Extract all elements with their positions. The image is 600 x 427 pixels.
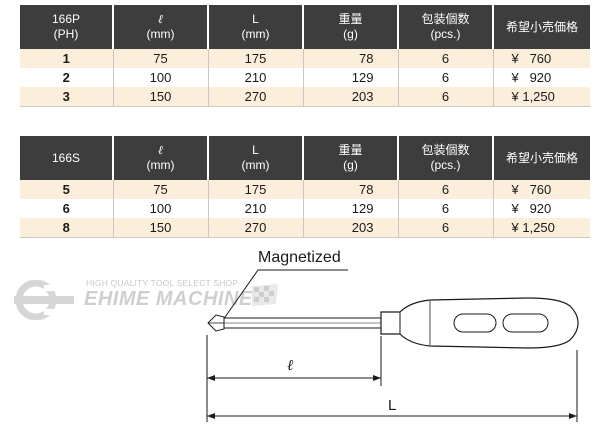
weight-cell: 203 bbox=[302, 218, 398, 238]
pack-qty-cell: 6 bbox=[397, 180, 493, 199]
magnetized-label: Magnetized bbox=[258, 249, 341, 266]
price-cell: ¥ 760 bbox=[492, 180, 590, 199]
price-cell: ¥ 760 bbox=[492, 49, 590, 68]
price-cell: ¥ 1,250 bbox=[492, 87, 590, 107]
shop-logo-icon bbox=[14, 280, 74, 320]
magnetized-leader-line bbox=[222, 269, 348, 321]
shaft-length-header: ℓ(mm) bbox=[112, 136, 208, 180]
model-header: 166S bbox=[20, 136, 113, 180]
price-cell: ¥ 1,250 bbox=[492, 218, 590, 238]
table-header-row: 166P(PH) ℓ(mm) L(mm) 重量(g) 包装個数(pcs.) 希望… bbox=[20, 5, 590, 49]
table-row: 1 75 175 78 6 ¥ 760 bbox=[20, 49, 590, 68]
total-length-cell: 210 bbox=[207, 199, 303, 218]
handle-grip-slot bbox=[453, 313, 497, 333]
shaft-length-cell: 100 bbox=[112, 68, 208, 87]
pack-qty-cell: 6 bbox=[397, 199, 493, 218]
pack-qty-header: 包装個数(pcs.) bbox=[397, 136, 493, 180]
total-length-header: L(mm) bbox=[207, 5, 303, 49]
pack-qty-cell: 6 bbox=[397, 87, 493, 107]
screwdriver-drawing bbox=[206, 269, 579, 422]
weight-cell: 129 bbox=[302, 199, 398, 218]
watermark-tagline: HIGH QUALITY TOOL SELECT SHOP bbox=[86, 278, 239, 288]
price-header: 希望小売価格 bbox=[492, 136, 590, 180]
table-row: 8 150 270 203 6 ¥ 1,250 bbox=[20, 218, 590, 238]
table-row: 5 75 175 78 6 ¥ 760 bbox=[20, 180, 590, 199]
pack-qty-cell: 6 bbox=[397, 218, 493, 238]
shaft-length-cell: 100 bbox=[112, 199, 208, 218]
weight-cell: 78 bbox=[302, 180, 398, 199]
shaft-length-cell: 150 bbox=[112, 218, 208, 238]
size-cell: 8 bbox=[20, 218, 113, 238]
table-row: 6 100 210 129 6 ¥ 920 bbox=[20, 199, 590, 218]
checkered-flag-icon bbox=[252, 284, 278, 306]
weight-cell: 78 bbox=[302, 49, 398, 68]
weight-header: 重量(g) bbox=[302, 136, 398, 180]
total-length-header: L(mm) bbox=[207, 136, 303, 180]
total-length-cell: 270 bbox=[207, 218, 303, 238]
shaft-length-header: ℓ(mm) bbox=[112, 5, 208, 49]
size-cell: 2 bbox=[20, 68, 113, 87]
shaft-dimension-label: ℓ bbox=[287, 356, 294, 374]
spec-table-166s: 166S ℓ(mm) L(mm) 重量(g) 包装個数(pcs.) 希望小売価格… bbox=[20, 136, 590, 238]
table-row: 3 150 270 203 6 ¥ 1,250 bbox=[20, 87, 590, 107]
total-length-cell: 270 bbox=[207, 87, 303, 107]
pack-qty-cell: 6 bbox=[397, 68, 493, 87]
price-cell: ¥ 920 bbox=[492, 199, 590, 218]
total-length-cell: 210 bbox=[207, 68, 303, 87]
size-cell: 1 bbox=[20, 49, 113, 68]
shaft-length-cell: 150 bbox=[112, 87, 208, 107]
weight-cell: 203 bbox=[302, 87, 398, 107]
weight-cell: 129 bbox=[302, 68, 398, 87]
spec-table-166p: 166P(PH) ℓ(mm) L(mm) 重量(g) 包装個数(pcs.) 希望… bbox=[20, 5, 590, 107]
model-header: 166P(PH) bbox=[20, 5, 113, 49]
shaft-length-cell: 75 bbox=[112, 180, 208, 199]
weight-header: 重量(g) bbox=[302, 5, 398, 49]
total-dimension-label: L bbox=[388, 397, 397, 414]
pack-qty-cell: 6 bbox=[397, 49, 493, 68]
size-cell: 6 bbox=[20, 199, 113, 218]
shop-watermark: HIGH QUALITY TOOL SELECT SHOP EHIME MACH… bbox=[14, 274, 294, 324]
price-header: 希望小売価格 bbox=[492, 5, 590, 49]
table-header-row: 166S ℓ(mm) L(mm) 重量(g) 包装個数(pcs.) 希望小売価格 bbox=[20, 136, 590, 180]
total-length-cell: 175 bbox=[207, 49, 303, 68]
handle-grip-slot bbox=[502, 313, 549, 333]
table-row: 2 100 210 129 6 ¥ 920 bbox=[20, 68, 590, 87]
watermark-brand: EHIME MACHINE bbox=[84, 288, 253, 310]
size-cell: 5 bbox=[20, 180, 113, 199]
price-cell: ¥ 920 bbox=[492, 68, 590, 87]
shaft-length-cell: 75 bbox=[112, 49, 208, 68]
size-cell: 3 bbox=[20, 87, 113, 107]
total-length-cell: 175 bbox=[207, 180, 303, 199]
pack-qty-header: 包装個数(pcs.) bbox=[397, 5, 493, 49]
